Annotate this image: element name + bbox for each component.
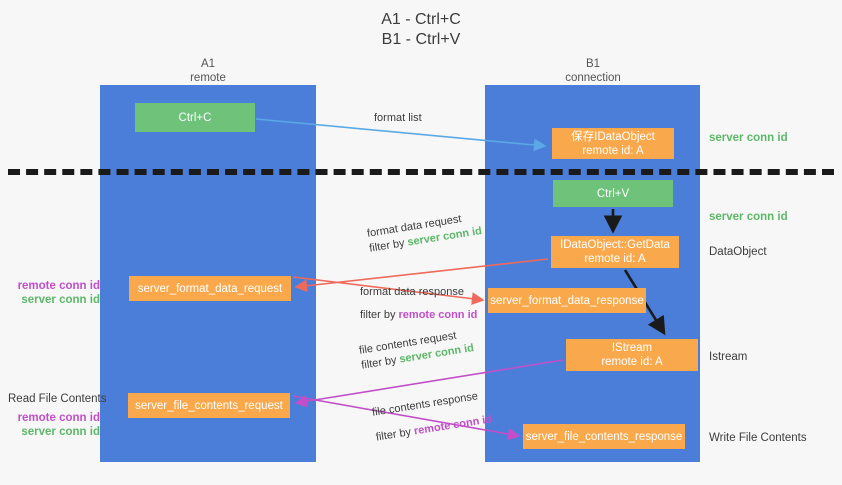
node-idataobject-getdata[interactable]: IDataObject::GetData remote id: A — [551, 236, 679, 268]
filter-value-remote-conn-id: remote conn id — [413, 413, 493, 438]
node-server-format-data-response-label: server_format_data_response — [490, 294, 644, 307]
node-server-file-contents-response-label: server_file_contents_response — [525, 430, 683, 443]
edge-label-format-data-response: format data response filter by remote co… — [360, 285, 477, 323]
node-ctrl-v-label: Ctrl+V — [596, 187, 630, 200]
node-ctrl-c[interactable]: Ctrl+C — [135, 103, 255, 132]
node-server-file-contents-request[interactable]: server_file_contents_request — [128, 393, 290, 418]
lane-header-a1-sub: remote — [190, 72, 226, 84]
node-istream-label: IStream — [611, 342, 653, 354]
node-server-file-contents-response[interactable]: server_file_contents_response — [523, 424, 685, 449]
node-server-format-data-response[interactable]: server_format_data_response — [488, 288, 646, 313]
filter-value-remote-conn-id: remote conn id — [398, 309, 478, 321]
node-save-idataobject-sub: remote id: A — [582, 144, 644, 157]
node-istream[interactable]: IStream remote id: A — [566, 339, 698, 371]
label-write-file-contents: Write File Contents — [709, 432, 807, 444]
label-server-conn-id-top: server conn id — [709, 132, 788, 144]
node-server-format-data-request[interactable]: server_format_data_request — [129, 276, 291, 301]
edge-label-format-list: format list — [374, 111, 422, 126]
edge-label-format-data-request: format data request filter by server con… — [366, 209, 483, 256]
label-read-file-contents: Read File Contents — [8, 393, 107, 405]
edge-label-format-data-response-caption: format data response — [360, 286, 464, 298]
edge-label-file-contents-response: file contents response filter by remote … — [371, 388, 493, 446]
edge-label-file-contents-request: file contents request filter by server c… — [358, 326, 475, 373]
lane-header-b1-sub: connection — [565, 72, 621, 84]
label-remote-conn-id-2: remote conn id — [17, 412, 100, 424]
label-server-conn-id-2: server conn id — [21, 426, 100, 438]
lane-header-a1-name: A1 — [200, 58, 216, 70]
filter-prefix: filter by — [360, 309, 399, 321]
label-server-conn-id-mid: server conn id — [709, 211, 788, 223]
node-istream-sub: remote id: A — [601, 356, 663, 368]
node-idataobject-getdata-sub: remote id: A — [584, 253, 646, 265]
node-save-idataobject-label: 保存IDataObject — [571, 130, 655, 143]
label-istream: Istream — [709, 351, 748, 363]
node-server-file-contents-request-label: server_file_contents_request — [135, 399, 283, 412]
edge-label-format-data-response-filter: filter by remote conn id — [360, 308, 477, 323]
label-conn-id-group-top: remote conn id server conn id — [8, 279, 100, 307]
label-remote-conn-id-1: remote conn id — [17, 280, 100, 292]
label-conn-id-group-bottom: remote conn id server conn id — [8, 411, 100, 439]
page-title: A1 - Ctrl+C B1 - Ctrl+V — [0, 10, 842, 50]
title-line-1: A1 - Ctrl+C — [381, 11, 461, 28]
node-ctrl-c-label: Ctrl+C — [178, 111, 212, 124]
lane-header-b1: B1 connection — [525, 57, 661, 85]
lane-header-b1-name: B1 — [585, 58, 601, 70]
title-line-2: B1 - Ctrl+V — [381, 31, 461, 48]
phase-separator-dashed-line — [8, 169, 834, 175]
edge-label-format-list-text: format list — [374, 112, 422, 124]
label-server-conn-id-1: server conn id — [21, 294, 100, 306]
lane-header-a1: A1 remote — [140, 57, 276, 85]
node-save-idataobject[interactable]: 保存IDataObject remote id: A — [552, 128, 674, 159]
node-ctrl-v[interactable]: Ctrl+V — [553, 180, 673, 207]
filter-prefix: filter by — [375, 425, 415, 444]
label-dataobject: DataObject — [709, 246, 767, 258]
node-idataobject-getdata-label: IDataObject::GetData — [560, 239, 670, 251]
node-server-format-data-request-label: server_format_data_request — [137, 282, 283, 295]
